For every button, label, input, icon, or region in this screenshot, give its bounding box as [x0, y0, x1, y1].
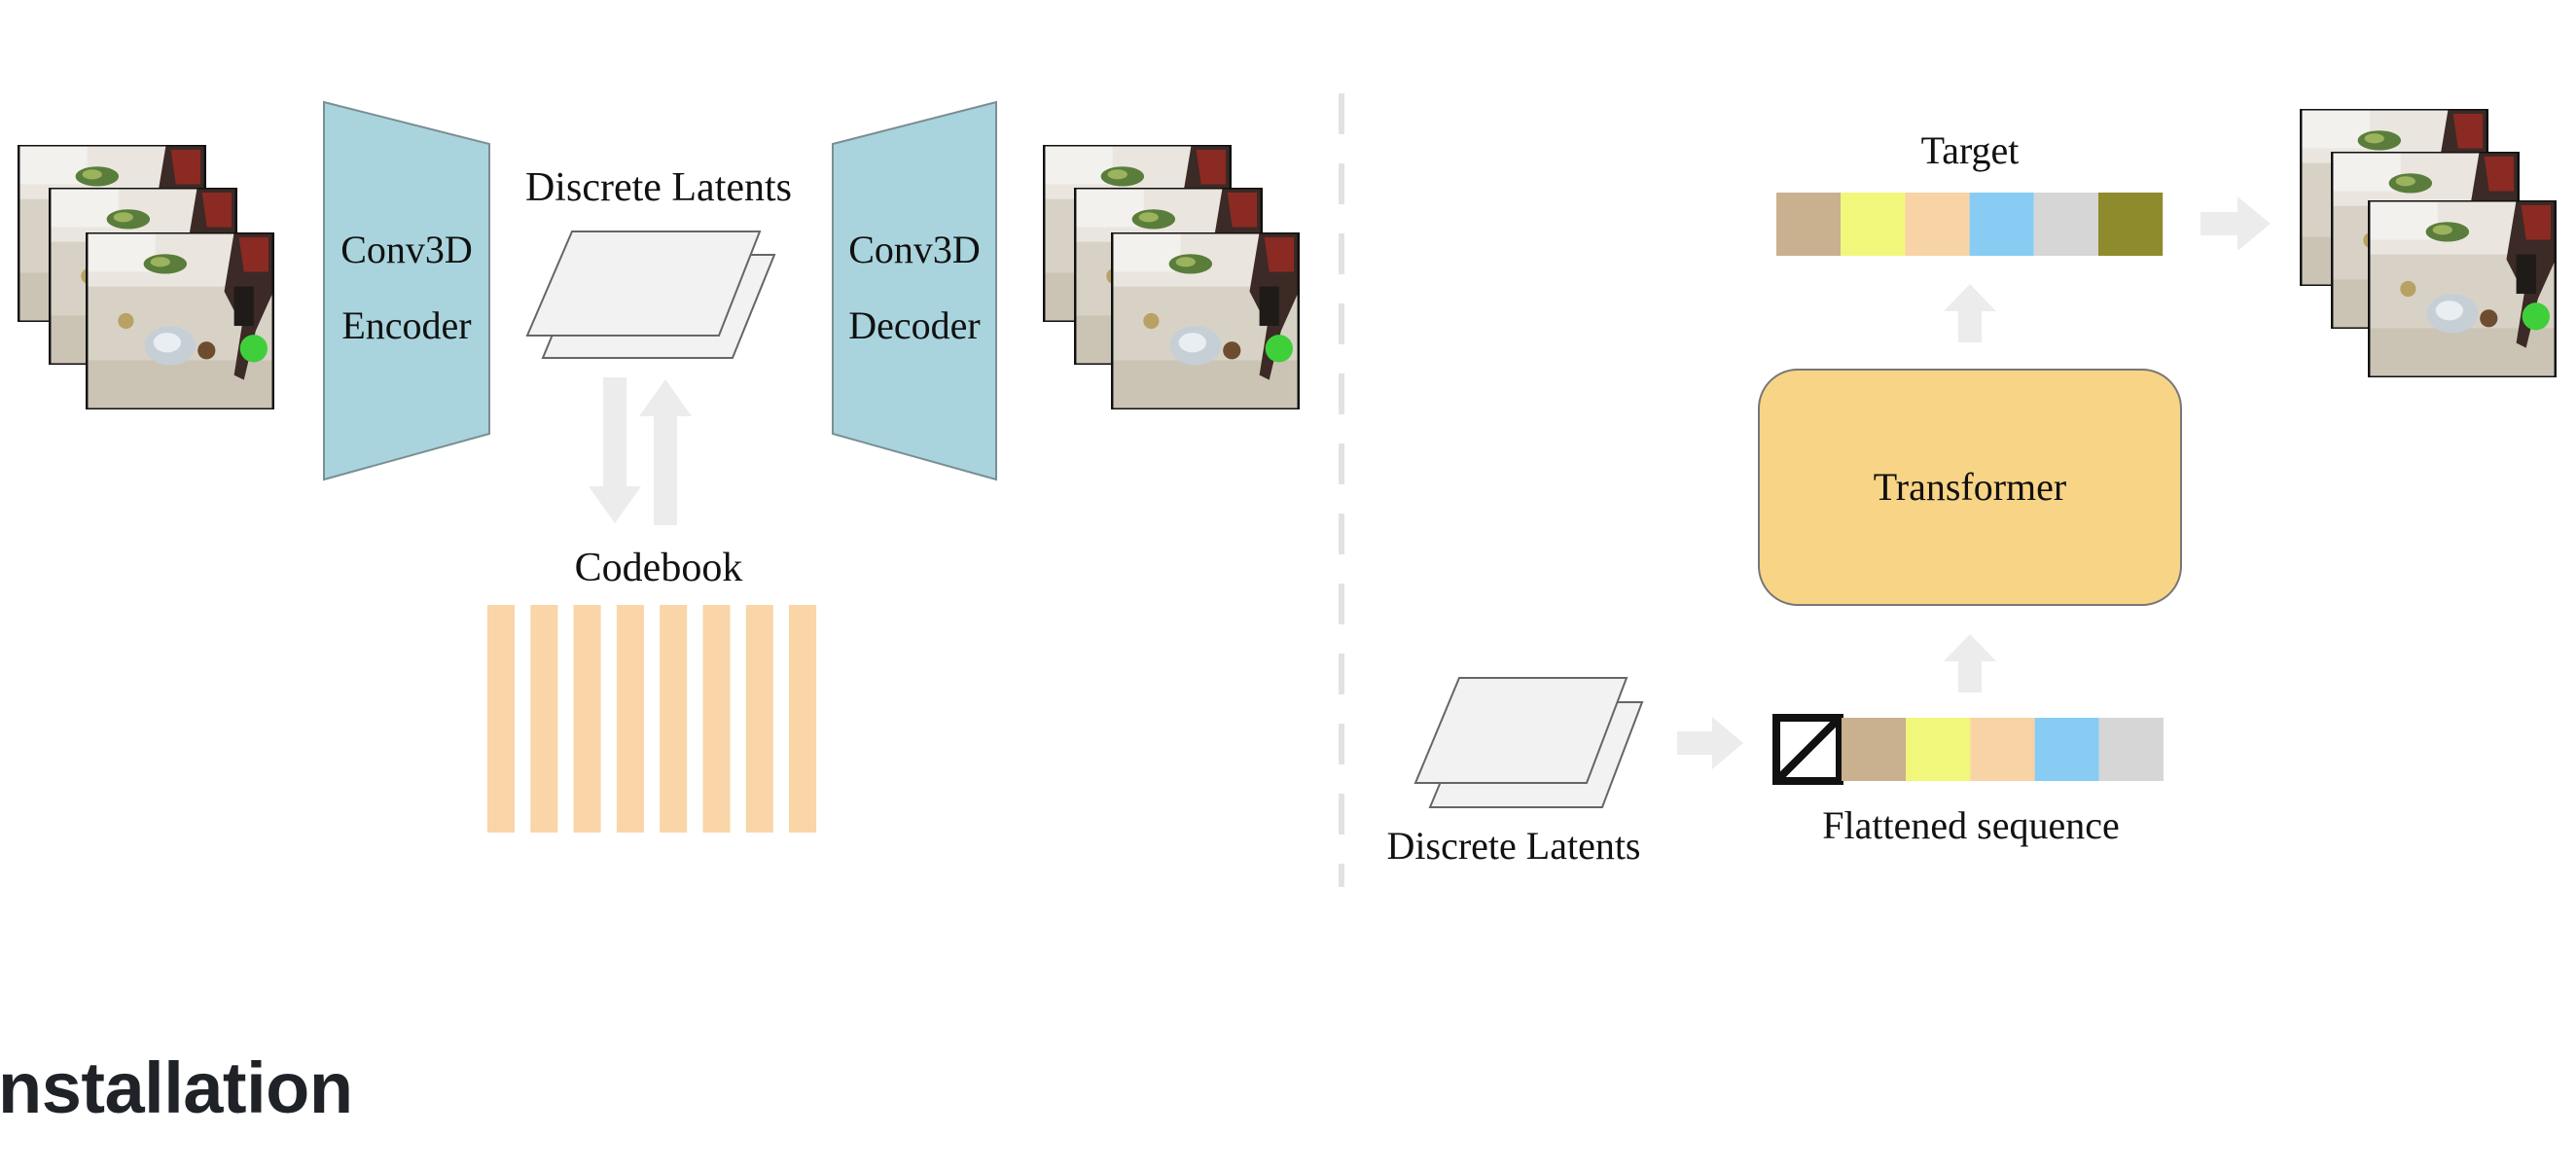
predicted-video-frames [2300, 109, 2557, 377]
encoder-label-line1: Conv3D [340, 228, 473, 271]
transformer-to-target-arrow [1944, 284, 1996, 342]
codebook: Codebook [487, 546, 817, 833]
target-token [1776, 193, 1842, 256]
transformer-block: Transformer [1758, 369, 2182, 606]
target-tokens [1776, 193, 2164, 256]
target-token [2098, 193, 2164, 256]
sequence-token [2034, 718, 2099, 781]
sequence-token [1906, 718, 1971, 781]
target-token [1969, 193, 2034, 256]
latents-codebook-arrows [589, 377, 692, 525]
codebook-bar [616, 605, 644, 833]
sequence-to-transformer-arrow [1944, 634, 1996, 692]
codebook-bar [789, 605, 817, 833]
codebook-label: Codebook [575, 546, 743, 590]
codebook-bar [573, 605, 601, 833]
conv3d-decoder-block: Conv3D Decoder [832, 100, 997, 481]
conv3d-encoder-block: Conv3D Encoder [323, 100, 490, 481]
sequence-token [1970, 718, 2035, 781]
decoder-label-line1: Conv3D [848, 228, 981, 271]
latents-label-left: Discrete Latents [525, 165, 792, 210]
sequence-token [1842, 718, 1907, 781]
encoder-label-line2: Encoder [341, 303, 471, 347]
transformer-label: Transformer [1874, 465, 2067, 509]
codebook-bar [487, 605, 515, 833]
discrete-latents-right: Discrete Latents [1387, 677, 1644, 868]
latents-label-right: Discrete Latents [1387, 824, 1641, 868]
target-sequence: Target [1776, 128, 2164, 256]
discrete-latents-left: Discrete Latents [525, 165, 792, 359]
installation-heading: nstallation [0, 1047, 353, 1128]
codebook-bars [487, 605, 817, 833]
sequence-tokens [1842, 718, 2164, 781]
input-video-frames [18, 145, 274, 409]
sequence-label: Flattened sequence [1822, 803, 2119, 847]
decoder-label-line2: Decoder [848, 303, 980, 347]
codebook-bar [745, 605, 773, 833]
codebook-bar [530, 605, 558, 833]
codebook-bar [660, 605, 688, 833]
target-token [1905, 193, 1970, 256]
target-token [1841, 193, 1906, 256]
target-label: Target [1921, 128, 2020, 172]
target-token [2033, 193, 2098, 256]
codebook-bar [702, 605, 731, 833]
target-to-output-arrow [2200, 196, 2271, 251]
reconstructed-video-frames [1043, 145, 1300, 409]
flattened-sequence: Flattened sequence [1772, 714, 2164, 847]
sequence-token [2098, 718, 2164, 781]
start-token-slash [1776, 718, 1840, 781]
latents-to-sequence-arrow [1677, 717, 1743, 769]
